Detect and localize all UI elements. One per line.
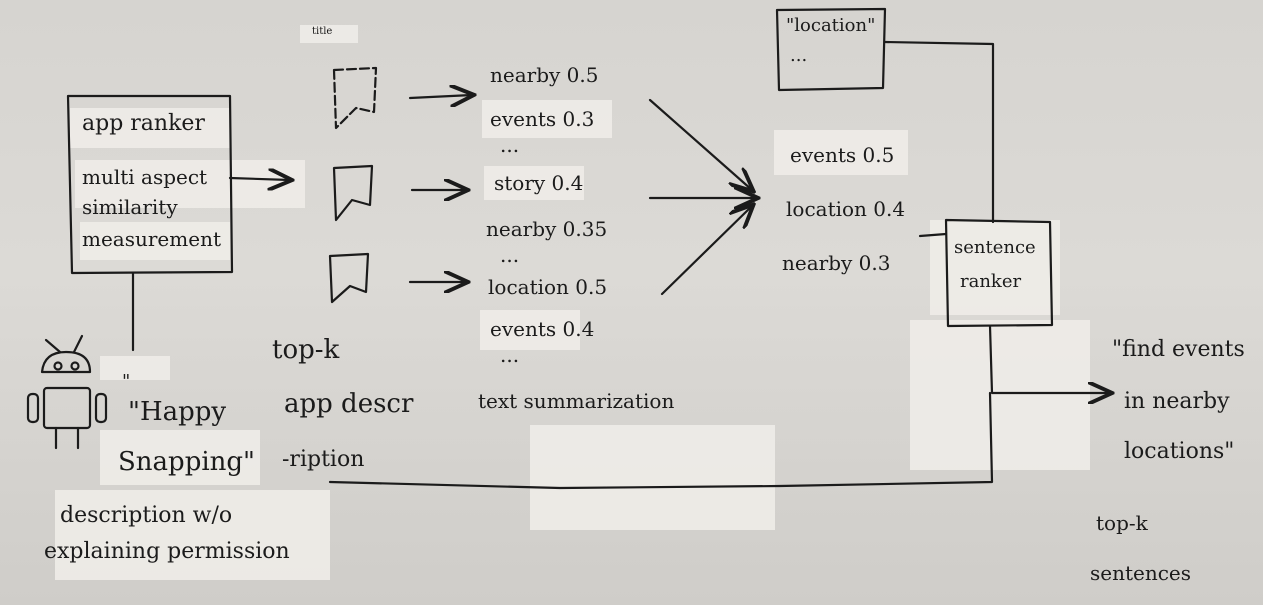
summary-item: ... bbox=[500, 243, 520, 267]
tape-patch bbox=[70, 108, 230, 148]
arrow-to-output bbox=[988, 324, 1110, 393]
document-icon bbox=[332, 164, 374, 222]
app-note-line: description w/o bbox=[60, 503, 233, 528]
arrow-to-documents bbox=[228, 178, 290, 180]
summary-item: story 0.4 bbox=[494, 171, 584, 195]
summary-item: events 0.4 bbox=[490, 317, 595, 341]
top-k-label: top-k bbox=[272, 335, 340, 365]
top-k-sentences-label: top-k bbox=[1096, 511, 1148, 535]
android-robot-icon bbox=[26, 334, 108, 450]
app-ranker-line: similarity bbox=[82, 195, 178, 219]
merge-arrow bbox=[648, 98, 752, 190]
summary-item: nearby 0.5 bbox=[490, 63, 599, 87]
merge-arrow bbox=[660, 206, 752, 296]
app-name-line: Snapping" bbox=[118, 447, 256, 477]
tape-patch bbox=[482, 100, 612, 138]
connector-line bbox=[883, 40, 995, 224]
location-box bbox=[775, 7, 887, 92]
tape-patch bbox=[530, 425, 775, 530]
output-sentence: locations" bbox=[1124, 439, 1235, 464]
feedback-line bbox=[328, 391, 994, 490]
app-note-line: explaining permission bbox=[44, 539, 290, 564]
app-ranker-line: multi aspect bbox=[82, 165, 208, 189]
location-box-title: "location" bbox=[786, 15, 876, 36]
top-k-label: app descr bbox=[284, 389, 414, 419]
output-sentence: in nearby bbox=[1124, 389, 1230, 414]
document-icon bbox=[332, 66, 378, 130]
arrow-right bbox=[408, 95, 472, 98]
merged-item: events 0.5 bbox=[790, 143, 895, 167]
location-box-more: ... bbox=[790, 45, 808, 66]
merged-item: nearby 0.3 bbox=[782, 251, 891, 275]
tape-patch bbox=[910, 320, 1090, 470]
app-name-line: "Happy bbox=[128, 397, 227, 427]
tape-patch bbox=[300, 25, 358, 43]
summary-item: location 0.5 bbox=[488, 275, 608, 299]
connector-line bbox=[918, 232, 948, 238]
tape-patch bbox=[75, 160, 305, 208]
tape-patch bbox=[80, 222, 230, 260]
app-ranker-box bbox=[66, 94, 234, 275]
summary-item: nearby 0.35 bbox=[486, 217, 608, 241]
sentence-ranker-box bbox=[944, 218, 1054, 328]
tape-patch bbox=[484, 166, 584, 200]
app-ranker-title: app ranker bbox=[82, 111, 205, 136]
summary-item: ... bbox=[500, 343, 520, 367]
tape-patch bbox=[930, 220, 1060, 315]
sentence-ranker-label: ranker bbox=[960, 271, 1022, 292]
output-sentence: "find events bbox=[1112, 337, 1245, 362]
top-k-sentences-label: sentences bbox=[1090, 561, 1192, 585]
sentence-ranker-label: sentence bbox=[954, 237, 1036, 258]
tape-patch bbox=[480, 310, 580, 350]
tape-patch bbox=[100, 356, 170, 380]
summary-item: events 0.3 bbox=[490, 107, 595, 131]
summarization-caption: text summarization bbox=[478, 389, 675, 413]
tape-patch bbox=[100, 430, 260, 485]
document-icon bbox=[328, 252, 370, 304]
top-k-label: -ription bbox=[282, 447, 365, 472]
app-ranker-line: measurement bbox=[82, 227, 221, 251]
summary-item: ... bbox=[500, 133, 520, 157]
tape-patch bbox=[774, 130, 908, 175]
quote-mark: " bbox=[122, 371, 131, 392]
tiny-label: title bbox=[312, 26, 333, 37]
tape-patch bbox=[55, 490, 330, 580]
merged-item: location 0.4 bbox=[786, 197, 906, 221]
